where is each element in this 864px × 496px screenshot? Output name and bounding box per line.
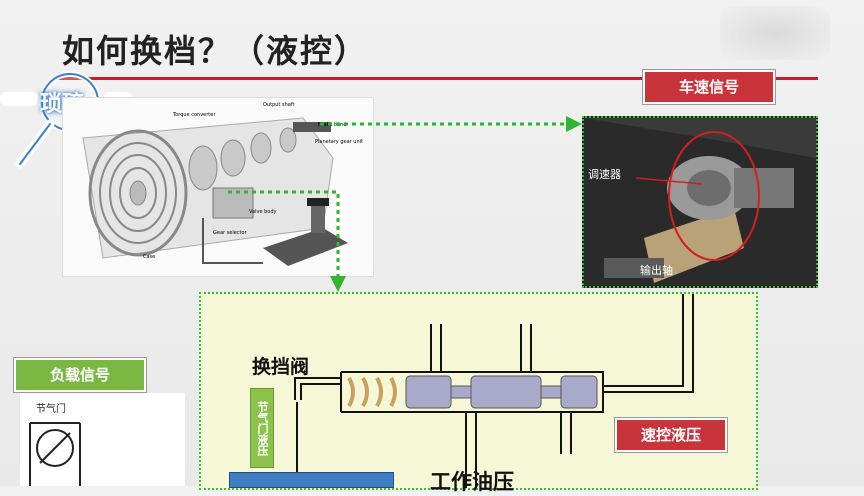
governor-highlight	[668, 131, 760, 261]
transmission-cutaway-image: Torque converter Output shaft Brake band…	[62, 97, 374, 277]
speed-pressure-label: 速控液压	[615, 418, 727, 452]
speed-signal-label: 车速信号	[643, 70, 775, 104]
slide-title: 如何换档？（液控）	[62, 32, 369, 70]
part-label: Valve body	[249, 209, 277, 215]
shift-valve-schematic-panel	[199, 284, 758, 490]
governor-label: 调速器	[588, 168, 621, 181]
throttle-pressure-label: 节气门液压	[250, 388, 274, 468]
throttle-label: 节气门	[36, 404, 66, 415]
valve-spring	[347, 377, 397, 407]
torque-converter	[88, 129, 188, 257]
working-pressure-label: 工作油压	[430, 470, 514, 494]
signal-flow-arrows	[228, 116, 582, 292]
part-label: Output shaft	[263, 102, 294, 108]
part-label: Gear selector	[213, 230, 248, 236]
part-label: Brake band	[318, 122, 347, 128]
title-rule	[58, 77, 818, 80]
part-label: Case	[143, 254, 155, 260]
valve-spool	[405, 375, 598, 409]
logo-watermark	[720, 6, 830, 60]
load-signal-label: 负载信号	[14, 358, 146, 392]
throttle-illustration	[20, 393, 185, 486]
gear-selector	[263, 228, 348, 266]
shift-valve-label: 换挡阀	[252, 356, 310, 378]
arrow-to-valve	[228, 190, 340, 280]
part-label: Torque converter	[172, 112, 216, 118]
part-label: Planetary gear unit	[315, 139, 363, 145]
output-shaft-label: 输出轴	[640, 264, 673, 277]
governor-photo	[582, 116, 818, 288]
